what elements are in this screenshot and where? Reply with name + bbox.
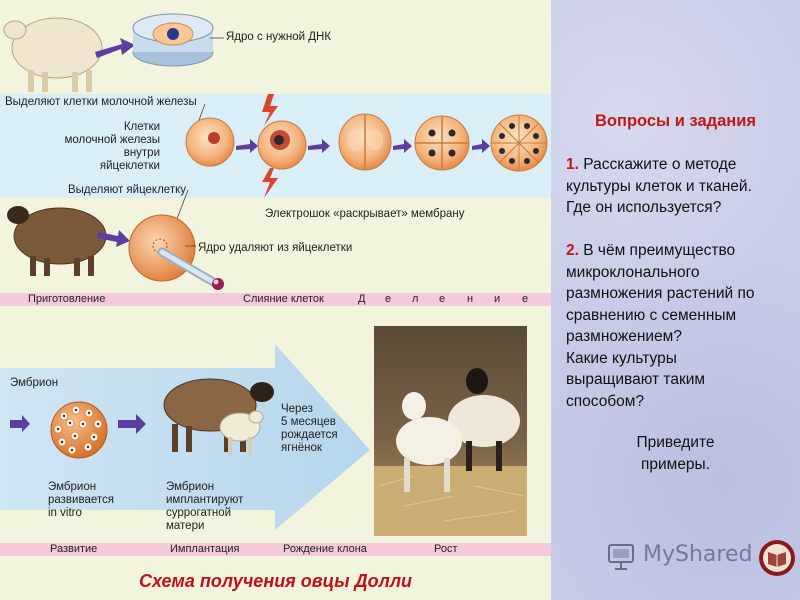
label-embryo-implanted: Эмбрион имплантируют суррогатной матери [166, 481, 244, 532]
two-cell-embryo-icon [338, 113, 392, 171]
stage-division-letter: и [494, 293, 501, 305]
label-isolate-mammary: Выделяют клетки молочной железы [5, 96, 197, 108]
black-faced-sheep-icon [7, 206, 107, 276]
label-cells-inside: Клетки молочной железы внутри яйцеклетки [64, 121, 161, 172]
lightning-icon [262, 94, 278, 126]
label-nucleus-dna: Ядро с нужной ДНК [226, 31, 332, 43]
arrow-icon [95, 38, 135, 58]
question-1: 1. Расскажите о методе культуры клеток и… [566, 156, 752, 216]
petri-dish-icon [132, 13, 214, 67]
question-2-number: 2. [566, 242, 579, 259]
arrow-icon [118, 414, 146, 434]
stage-fusion: Слияние клеток [243, 293, 324, 305]
arrow-icon [236, 139, 258, 153]
surrogate-sheep-with-lamb-icon [163, 378, 274, 455]
examples-prompt: Приведите примеры. [636, 434, 715, 473]
stage-growth: Рост [434, 543, 458, 555]
label-isolate-egg: Выделяют яйцеклетку [68, 184, 186, 196]
embryo-ball-icon [50, 401, 108, 459]
stage-division-letter: Д [358, 293, 366, 305]
four-cell-embryo-icon [414, 115, 470, 171]
label-nucleus-removed: Ядро удаляют из яйцеклетки [198, 242, 353, 254]
stage-division-letter: е [522, 293, 529, 305]
arrow-icon [393, 139, 412, 153]
questions-heading: Вопросы и задания [594, 112, 757, 130]
fusing-egg-icon [257, 120, 307, 170]
diagram-panel: Приготовление Слияние клеток Д е л е н и… [0, 0, 551, 600]
white-sheep-icon [3, 17, 103, 92]
diagram-illustrations [0, 13, 548, 530]
stage-division-letter: н [467, 293, 474, 305]
stage-development: Развитие [50, 543, 98, 555]
stage-division-letter: л [412, 293, 419, 305]
dolly-photo [374, 326, 527, 536]
book-seal-icon [759, 540, 795, 576]
watermark-brand: MyShared [643, 542, 753, 567]
label-five-months: Через 5 месяцев рождается ягнёнок [281, 403, 338, 454]
stage-bar-bottom: Развитие Имплантация Рождение клона Рост [0, 543, 551, 556]
watermark: MyShared [607, 538, 797, 578]
big-process-arrow [0, 344, 370, 530]
questions-panel: Вопросы и задания 1. Расскажите о методе… [551, 0, 800, 600]
egg-with-cell-icon [185, 117, 235, 167]
label-embryo-in-vitro: Эмбрион развивается in vitro [48, 481, 114, 519]
label-embryo: Эмбрион [10, 377, 59, 389]
arrow-icon [472, 139, 490, 153]
lightning-icon [262, 168, 278, 198]
stage-division-letter: е [439, 293, 446, 305]
stage-bar-top: Приготовление Слияние клеток Д е л е н и… [0, 293, 551, 306]
question-1-number: 1. [566, 156, 579, 173]
question-2: 2. В чём преимущество микроклонального р… [566, 242, 755, 410]
diagram-title: Схема получения овцы Долли [138, 571, 413, 591]
stage-clone-birth: Рождение клона [283, 543, 367, 555]
eight-cell-embryo-icon [490, 114, 548, 172]
arrow-icon [10, 415, 30, 432]
arrow-icon [308, 139, 330, 153]
presentation-screen-icon [608, 544, 634, 570]
label-electroshock: Электрошок «раскрывает» мембрану [265, 208, 465, 220]
stage-preparation: Приготовление [28, 293, 106, 305]
stage-implantation: Имплантация [170, 543, 240, 555]
arrow-icon [97, 230, 130, 247]
stage-division-letter: е [385, 293, 392, 305]
pipette-icon [157, 247, 224, 290]
